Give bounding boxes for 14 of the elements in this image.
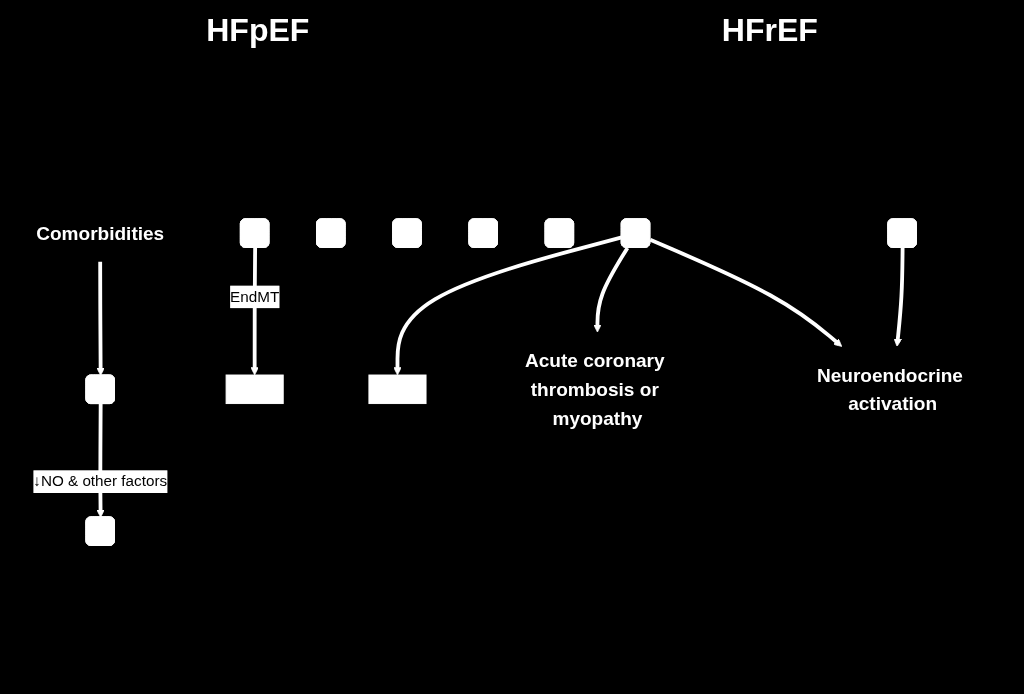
node-band bbox=[368, 374, 427, 405]
node-text: Acute coronary thrombosis or myopathy bbox=[524, 350, 665, 429]
edge-label: ↓NO & other factors bbox=[33, 473, 168, 490]
edge-label: EndMT bbox=[230, 288, 280, 305]
arrow bbox=[649, 238, 843, 347]
panel-heading: HFrEF bbox=[721, 11, 818, 49]
node-band bbox=[225, 374, 284, 405]
arrow bbox=[96, 261, 105, 376]
node-text: Comorbidities bbox=[36, 222, 165, 244]
node-text: Neuroendocrine activation bbox=[816, 364, 963, 415]
arrow bbox=[393, 235, 623, 376]
panel-heading: HFpEF bbox=[206, 11, 310, 49]
arrow bbox=[593, 246, 630, 333]
arrow bbox=[893, 247, 905, 347]
